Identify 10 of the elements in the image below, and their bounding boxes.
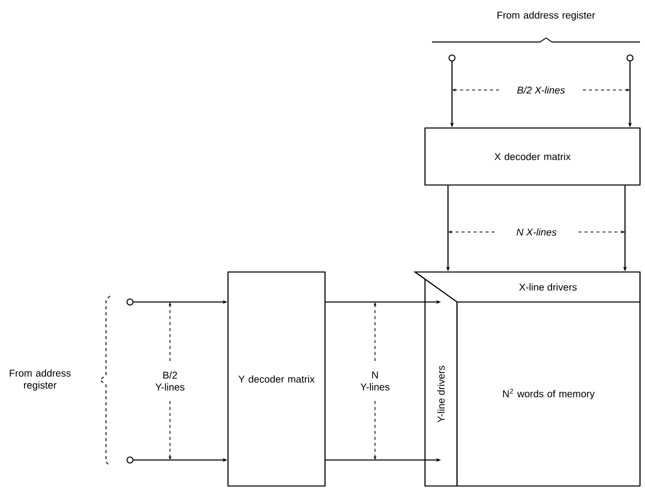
- label-text: From address register: [498, 11, 596, 21]
- line-count-label: B/2 Y-lines: [155, 371, 184, 391]
- driver-band: Y-line drivers: [424, 279, 458, 487]
- label-text: From address register: [10, 369, 71, 391]
- decoder-box: X decoder matrix: [424, 127, 641, 186]
- line-count-label: N Y-lines: [360, 372, 390, 390]
- line-count-label: N X-lines: [515, 227, 558, 237]
- decoder-box: Y decoder matrix: [227, 271, 326, 487]
- line-count-label: B/2 X-lines: [516, 85, 566, 95]
- memory-block: N$^{2}$ words of memory: [456, 301, 641, 487]
